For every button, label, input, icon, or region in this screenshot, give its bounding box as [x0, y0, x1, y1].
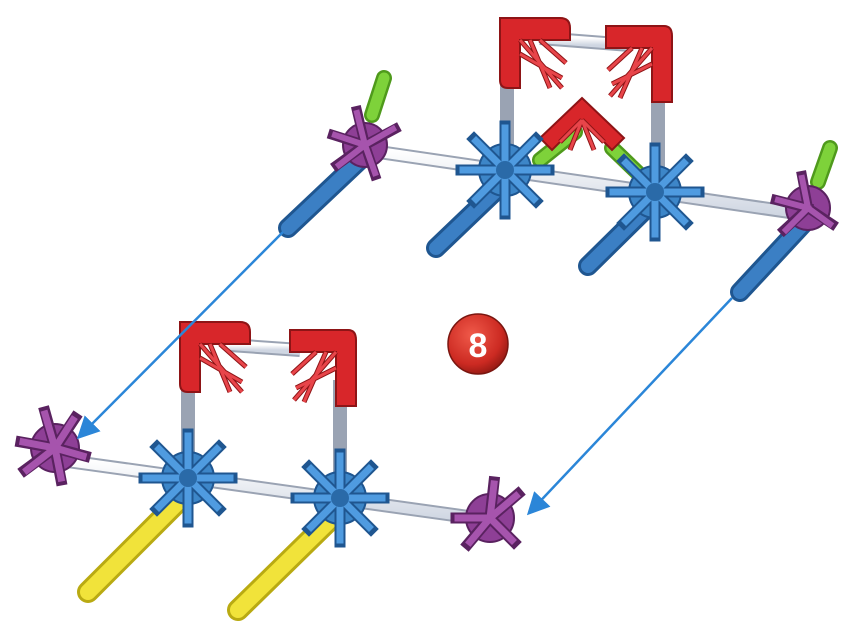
blue-connector	[611, 148, 699, 236]
yellow-rod	[238, 520, 330, 610]
red-connector	[290, 330, 356, 406]
white-rod	[60, 345, 490, 520]
purple-connector	[21, 412, 85, 480]
red-connector	[500, 18, 570, 88]
yellow-rod	[88, 500, 180, 592]
white-rod	[365, 150, 810, 215]
blue-connector	[461, 126, 549, 214]
upper-assembly	[288, 18, 832, 292]
blue-rod	[740, 222, 805, 292]
red-connector	[606, 26, 672, 102]
lower-assembly	[21, 322, 518, 610]
purple-connector	[333, 111, 395, 175]
step-number: 8	[469, 327, 488, 365]
blue-connector	[144, 434, 232, 522]
arrow-right	[530, 298, 732, 512]
step-badge: 8	[448, 314, 508, 374]
blue-rod	[288, 160, 360, 228]
blue-connector	[296, 454, 384, 542]
red-connector	[180, 322, 250, 392]
red-connector	[540, 98, 624, 150]
purple-connector	[456, 482, 518, 544]
